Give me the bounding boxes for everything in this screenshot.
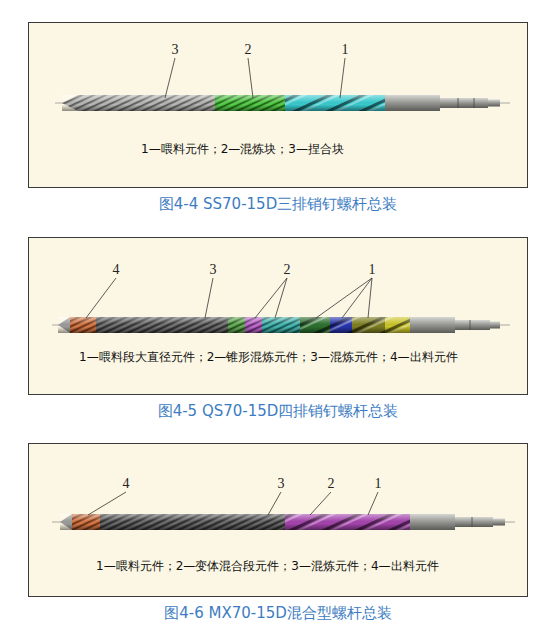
figure-panel: 1—喂料元件；2—混炼块；3—捏合块图4-4 SS70-15D三排销钉螺杆总装	[28, 22, 528, 188]
callout-number: 3	[165, 42, 185, 58]
legend-text: 1—喂料元件；2—混炼块；3—捏合块	[141, 141, 344, 157]
callout-number: 3	[203, 262, 223, 278]
callout-number: 1	[335, 42, 355, 58]
legend-text: 1—喂料元件；2—变体混合段元件；3—混炼元件；4—出料元件	[96, 558, 439, 574]
legend-text: 1—喂料段大直径元件；2—锥形混炼元件；3—混炼元件；4—出料元件	[79, 349, 458, 365]
callout-number: 1	[362, 262, 382, 278]
figure-panel: 1—喂料元件；2—变体混合段元件；3—混炼元件；4—出料元件图4-6 MX70-…	[28, 443, 528, 597]
callout-number: 2	[321, 476, 341, 492]
callout-number: 2	[238, 42, 258, 58]
figure-panel: 1—喂料段大直径元件；2—锥形混炼元件；3—混炼元件；4—出料元件图4-5 QS…	[28, 237, 528, 395]
callout-number: 3	[271, 476, 291, 492]
callout-number: 1	[368, 476, 388, 492]
figure-caption: 图4-6 MX70-15D混合型螺杆总装	[29, 604, 527, 622]
callout-number: 4	[106, 262, 126, 278]
callout-number: 4	[116, 476, 136, 492]
figure-caption: 图4-5 QS70-15D四排销钉螺杆总装	[29, 402, 527, 420]
callout-number: 2	[277, 262, 297, 278]
figure-caption: 图4-4 SS70-15D三排销钉螺杆总装	[29, 195, 527, 213]
